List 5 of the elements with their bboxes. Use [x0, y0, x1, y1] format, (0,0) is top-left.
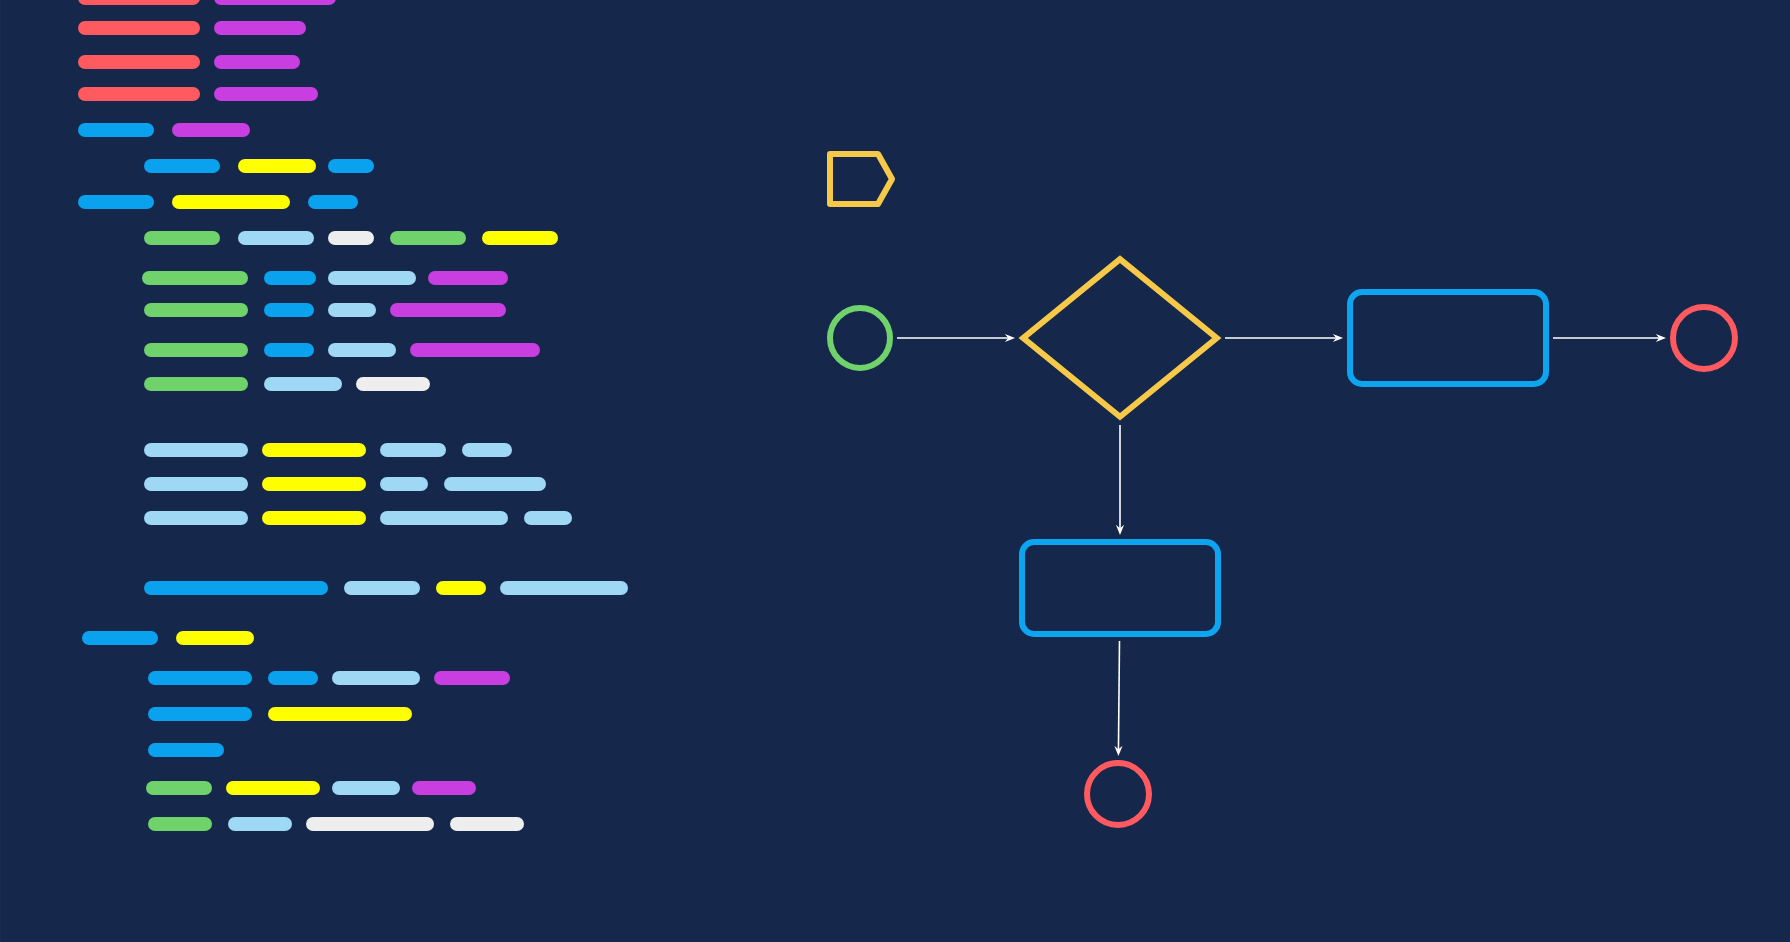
process-box — [1019, 539, 1221, 637]
process-box — [1347, 289, 1549, 387]
end-circle — [1084, 760, 1152, 828]
end-circle — [1670, 304, 1738, 372]
start-circle — [827, 305, 893, 371]
